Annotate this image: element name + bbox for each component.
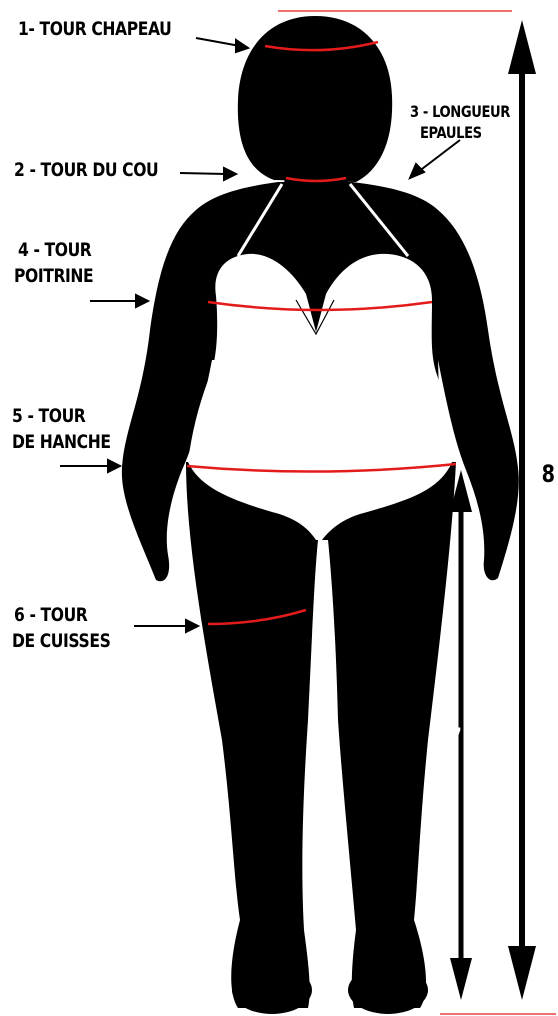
label-shoulders-line2: EPAULES — [420, 124, 482, 142]
label-thigh-line1: 6 - TOUR — [14, 605, 87, 626]
number-leg-length: 7 — [450, 725, 462, 750]
label-hip-line1: 5 - TOUR — [12, 406, 85, 427]
number-total-height: 8 — [542, 460, 555, 488]
label-shoulders-line1: 3 - LONGUEUR — [410, 103, 510, 121]
label-hat: 1- TOUR CHAPEAU — [18, 19, 171, 40]
label-chest-line1: 4 - TOUR — [18, 240, 91, 261]
label-neck: 2 - TOUR DU COU — [14, 160, 158, 181]
label-hip-line2: DE HANCHE — [12, 432, 111, 453]
label-chest-line2: POITRINE — [14, 266, 93, 287]
label-thigh-line2: DE CUISSES — [12, 631, 110, 652]
